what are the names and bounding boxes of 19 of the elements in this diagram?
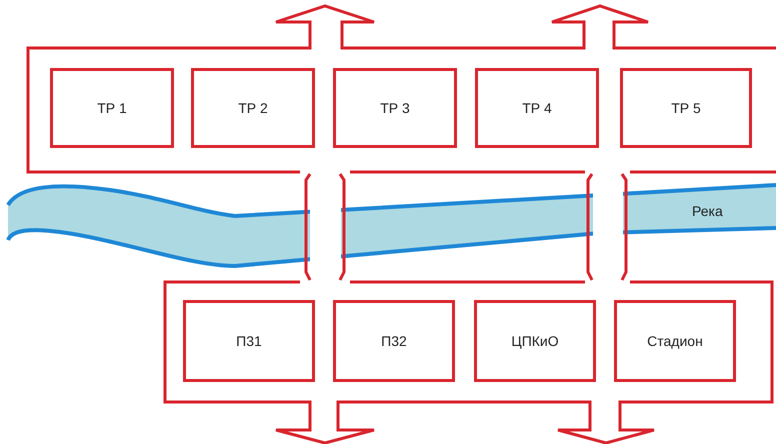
place-name: П31 xyxy=(236,333,262,349)
place-box xyxy=(474,300,596,382)
place-box xyxy=(475,68,599,148)
place-name: ТР 5 xyxy=(671,100,701,116)
place-name: ЦПКиО xyxy=(511,333,559,349)
place-name: ТР 3 xyxy=(380,100,410,116)
place-box xyxy=(50,68,174,148)
place-box xyxy=(614,300,736,382)
place-name: ТР 4 xyxy=(522,100,552,116)
place-name: ТР 1 xyxy=(97,100,127,116)
river-label: Река xyxy=(692,203,723,219)
place-box xyxy=(620,68,752,148)
place-name: Стадион xyxy=(647,333,703,349)
place-box xyxy=(191,68,315,148)
place-box xyxy=(183,300,315,382)
place-name: ТР 2 xyxy=(238,100,268,116)
place-box xyxy=(333,300,455,382)
place-name: П32 xyxy=(381,333,407,349)
place-box xyxy=(333,68,457,148)
